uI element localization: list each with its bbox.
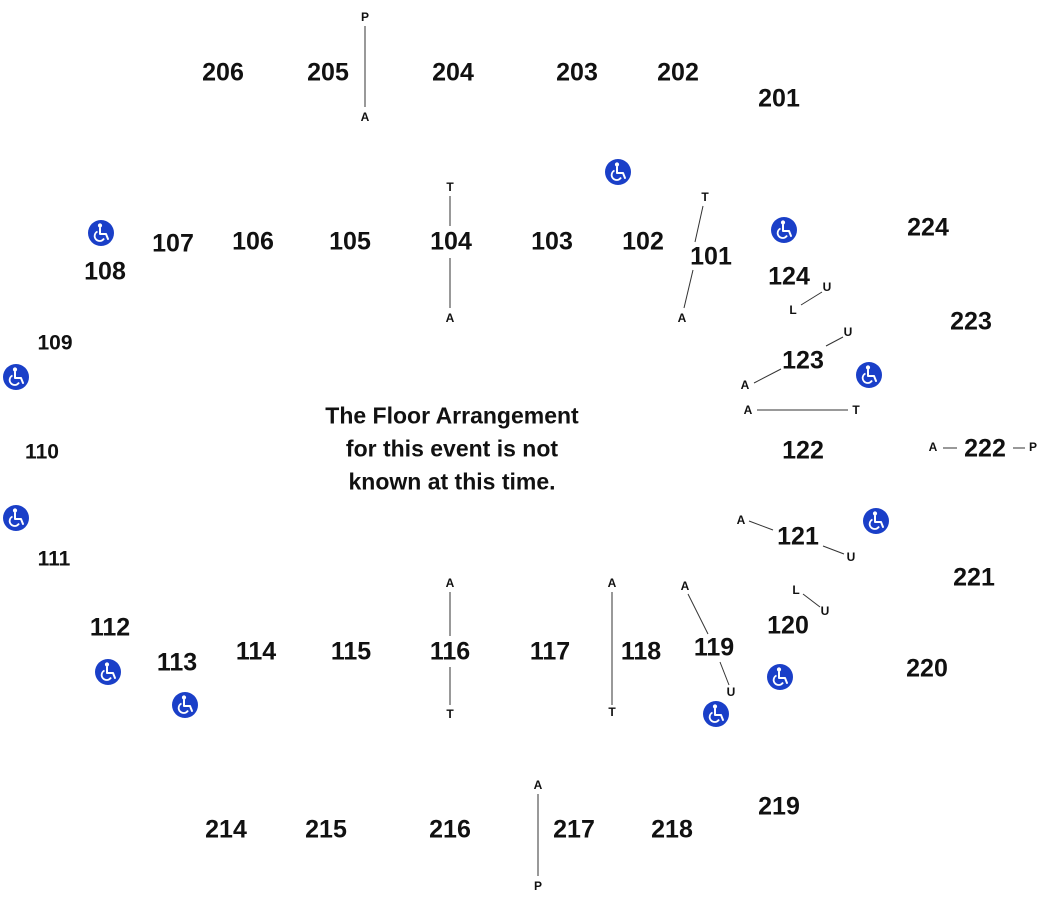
- section-120[interactable]: 120: [767, 611, 809, 640]
- aisle-marker: U: [726, 685, 736, 699]
- section-118[interactable]: 118: [620, 637, 662, 666]
- section-107[interactable]: 107: [152, 229, 194, 258]
- section-124[interactable]: 124: [768, 262, 810, 291]
- section-102[interactable]: 102: [622, 227, 664, 256]
- aisle-marker: T: [446, 180, 454, 194]
- section-104[interactable]: 104: [430, 227, 472, 256]
- aisle-marker: A: [360, 110, 370, 124]
- section-121[interactable]: 121: [777, 522, 819, 551]
- wheelchair-icon[interactable]: [863, 508, 889, 534]
- aisle-marker: T: [852, 403, 860, 417]
- section-103[interactable]: 103: [531, 227, 573, 256]
- aisle-marker: P: [533, 879, 543, 893]
- section-223[interactable]: 223: [950, 307, 992, 336]
- section-201[interactable]: 201: [758, 84, 800, 113]
- section-215[interactable]: 215: [305, 815, 347, 844]
- aisle-marker: U: [820, 604, 830, 618]
- section-114[interactable]: 114: [235, 637, 277, 666]
- wheelchair-icon[interactable]: [3, 505, 29, 531]
- wheelchair-icon[interactable]: [856, 362, 882, 388]
- section-224[interactable]: 224: [907, 213, 949, 242]
- section-122[interactable]: 122: [782, 436, 824, 465]
- aisle-marker: A: [677, 311, 687, 325]
- aisle-line-101-lower: [683, 269, 694, 309]
- wheelchair-icon[interactable]: [771, 217, 797, 243]
- aisle-line-123-u: [825, 336, 844, 347]
- section-105[interactable]: 105: [329, 227, 371, 256]
- section-217[interactable]: 217: [553, 815, 595, 844]
- notice-line: The Floor Arrangement: [325, 402, 579, 429]
- aisle-marker: T: [608, 705, 616, 719]
- floor-arrangement-notice: The Floor Arrangement for this event is …: [282, 400, 622, 499]
- section-115[interactable]: 115: [330, 637, 372, 666]
- section-220[interactable]: 220: [906, 654, 948, 683]
- aisle-marker: A: [740, 378, 750, 392]
- aisle-marker: U: [822, 280, 832, 294]
- wheelchair-icon[interactable]: [95, 659, 121, 685]
- section-119[interactable]: 119: [693, 633, 735, 662]
- section-109[interactable]: 109: [37, 331, 73, 355]
- section-101[interactable]: 101: [690, 242, 732, 271]
- aisle-marker: P: [1028, 440, 1038, 454]
- wheelchair-icon[interactable]: [3, 364, 29, 390]
- aisle-line-119-lower: [719, 661, 730, 686]
- aisle-marker: U: [846, 550, 856, 564]
- aisle-marker: A: [680, 579, 690, 593]
- section-216[interactable]: 216: [429, 815, 471, 844]
- section-123[interactable]: 123: [782, 346, 824, 375]
- section-110[interactable]: 110: [25, 440, 59, 464]
- aisle-marker: U: [843, 325, 853, 339]
- section-111[interactable]: 111: [37, 547, 71, 571]
- aisle-marker: A: [928, 440, 938, 454]
- aisle-line-121-u: [822, 545, 845, 555]
- section-203[interactable]: 203: [556, 58, 598, 87]
- section-214[interactable]: 214: [205, 815, 247, 844]
- section-218[interactable]: 218: [651, 815, 693, 844]
- aisle-marker: A: [736, 513, 746, 527]
- aisle-marker: A: [607, 576, 617, 590]
- section-221[interactable]: 221: [953, 563, 995, 592]
- section-113[interactable]: 113: [156, 648, 198, 677]
- aisle-line-124: [800, 291, 823, 306]
- aisle-marker: T: [701, 190, 709, 204]
- wheelchair-icon[interactable]: [172, 692, 198, 718]
- aisle-line-119-upper: [687, 593, 709, 635]
- section-106[interactable]: 106: [232, 227, 274, 256]
- section-112[interactable]: 112: [89, 613, 131, 642]
- wheelchair-icon[interactable]: [767, 664, 793, 690]
- aisle-marker: T: [446, 707, 454, 721]
- aisle-line-101-upper: [694, 205, 704, 243]
- wheelchair-icon[interactable]: [88, 220, 114, 246]
- aisle-marker: A: [445, 576, 455, 590]
- notice-line: known at this time.: [348, 468, 556, 495]
- section-222[interactable]: 222: [964, 434, 1006, 463]
- section-108[interactable]: 108: [84, 257, 126, 286]
- aisle-marker: P: [360, 10, 370, 24]
- section-204[interactable]: 204: [432, 58, 474, 87]
- section-219[interactable]: 219: [758, 792, 800, 821]
- wheelchair-icon[interactable]: [703, 701, 729, 727]
- aisle-line-120: [802, 593, 821, 608]
- section-117[interactable]: 117: [529, 637, 571, 666]
- notice-line: for this event is not: [345, 435, 559, 462]
- aisle-marker: L: [789, 303, 797, 317]
- section-206[interactable]: 206: [202, 58, 244, 87]
- aisle-marker: A: [743, 403, 753, 417]
- section-202[interactable]: 202: [657, 58, 699, 87]
- aisle-marker: L: [792, 583, 800, 597]
- section-205[interactable]: 205: [307, 58, 349, 87]
- wheelchair-icon[interactable]: [605, 159, 631, 185]
- aisle-marker: A: [533, 778, 543, 792]
- aisle-line-121-a: [748, 520, 774, 531]
- aisle-marker: A: [445, 311, 455, 325]
- aisle-line-123-a: [753, 368, 782, 384]
- section-116[interactable]: 116: [429, 637, 471, 666]
